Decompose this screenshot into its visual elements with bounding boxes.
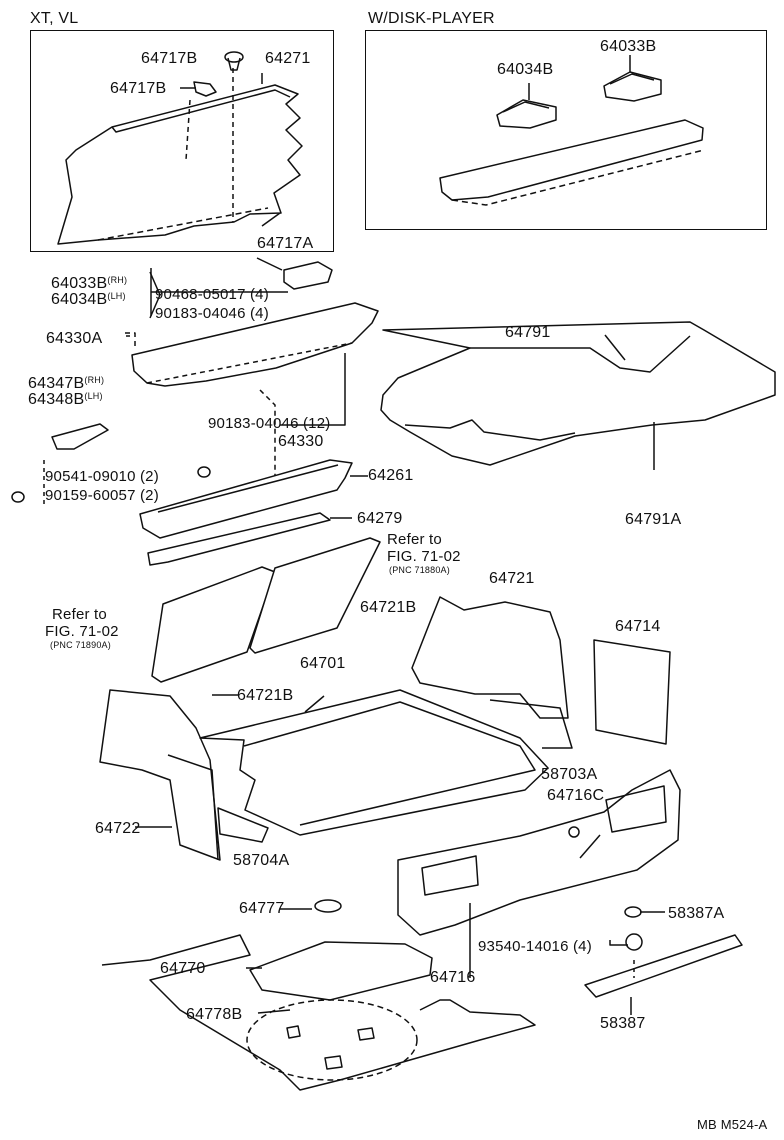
bracket-64347b bbox=[51, 423, 109, 450]
label-refer-left-2: FIG. 71-02 bbox=[45, 623, 119, 640]
label-64722: 64722 bbox=[95, 820, 141, 837]
label-64721B-a: 64721B bbox=[360, 599, 417, 616]
label-64347B-rh: 64347B(RH) bbox=[28, 375, 105, 392]
label-64717B-side: 64717B bbox=[110, 80, 167, 97]
label-64778B: 64778B bbox=[186, 1006, 243, 1023]
label-64330: 64330 bbox=[278, 433, 324, 450]
bracket-58704a bbox=[217, 807, 269, 843]
label-64034B: 64034B bbox=[497, 61, 554, 78]
side-board-64714 bbox=[593, 639, 671, 745]
seat-back-trim-right bbox=[249, 537, 381, 654]
clip-64717b-side bbox=[193, 81, 217, 97]
label-refer-right-1: Refer to bbox=[387, 531, 442, 548]
label-90183-04046-4: 90183-04046 (4) bbox=[155, 305, 269, 322]
label-refer-left-1: Refer to bbox=[52, 606, 107, 623]
grommet-64777 bbox=[314, 899, 342, 913]
clip-64717b-top bbox=[224, 51, 244, 63]
label-64716C: 64716C bbox=[547, 787, 605, 804]
label-refer-right-3: (PNC 71880A) bbox=[389, 565, 450, 575]
side-trim-64721 bbox=[411, 596, 569, 719]
label-64770: 64770 bbox=[160, 960, 206, 977]
label-refer-right-2: FIG. 71-02 bbox=[387, 548, 461, 565]
label-64717A: 64717A bbox=[257, 235, 314, 252]
label-64271: 64271 bbox=[265, 50, 311, 67]
trunk-mat-64701 bbox=[199, 689, 549, 836]
label-64791: 64791 bbox=[505, 324, 551, 341]
inset-box-disk-player bbox=[365, 30, 767, 230]
weatherstrip-64279 bbox=[147, 512, 331, 566]
label-64033B: 64033B bbox=[600, 38, 657, 55]
label-58703A: 58703A bbox=[541, 766, 598, 783]
label-64791A: 64791A bbox=[625, 511, 682, 528]
inset-box-xt-vl bbox=[30, 30, 334, 252]
label-90541-09010: 90541-09010 (2) bbox=[45, 468, 159, 485]
label-90159-60057: 90159-60057 (2) bbox=[45, 487, 159, 504]
label-58387: 58387 bbox=[600, 1015, 646, 1032]
label-section-disk-player: W/DISK-PLAYER bbox=[368, 10, 495, 27]
label-90468-05017: 90468-05017 (4) bbox=[155, 286, 269, 303]
seat-back-trim-left bbox=[151, 566, 276, 683]
label-64701: 64701 bbox=[300, 655, 346, 672]
label-64348B-lh: 64348B(LH) bbox=[28, 391, 103, 408]
label-93540-14016: 93540-14016 (4) bbox=[478, 938, 592, 955]
spare-tire-well bbox=[246, 999, 418, 1081]
disk-player-package-tray bbox=[439, 119, 704, 201]
label-64721: 64721 bbox=[489, 570, 535, 587]
label-64261: 64261 bbox=[368, 467, 414, 484]
label-section-xt-vl: XT, VL bbox=[30, 10, 79, 27]
floor-board-64770 bbox=[249, 941, 433, 1001]
rear-trim-panel-64716 bbox=[397, 769, 681, 936]
label-64033B-rh: 64033B(RH) bbox=[51, 275, 128, 292]
rear-panel-finish-64261 bbox=[139, 459, 353, 539]
package-tray-trim bbox=[131, 302, 379, 387]
label-64721B-b: 64721B bbox=[237, 687, 294, 704]
side-trim-64722 bbox=[99, 689, 221, 861]
label-64777: 64777 bbox=[239, 900, 285, 917]
tray-trim-insulator-xt-vl bbox=[57, 84, 303, 245]
label-64717B-top: 64717B bbox=[141, 50, 198, 67]
label-58704A: 58704A bbox=[233, 852, 290, 869]
speaker-cover-64034b bbox=[496, 99, 557, 129]
label-refer-left-3: (PNC 71890A) bbox=[50, 640, 111, 650]
speaker-cover-64033b bbox=[603, 71, 662, 102]
drawing-code: MB M524-A bbox=[697, 1117, 768, 1132]
scuff-plate-58387 bbox=[584, 934, 743, 998]
label-64279: 64279 bbox=[357, 510, 403, 527]
label-58387A: 58387A bbox=[668, 905, 725, 922]
label-64034B-lh: 64034B(LH) bbox=[51, 291, 126, 308]
speaker-cover-main bbox=[283, 261, 333, 290]
package-tray-panel-64791 bbox=[380, 321, 776, 466]
label-64714: 64714 bbox=[615, 618, 661, 635]
label-64716: 64716 bbox=[430, 969, 476, 986]
label-64330A: 64330A bbox=[46, 330, 103, 347]
label-90183-04046-12: 90183-04046 (12) bbox=[208, 415, 331, 432]
tray-trim-edge-xt-vl bbox=[111, 89, 291, 133]
